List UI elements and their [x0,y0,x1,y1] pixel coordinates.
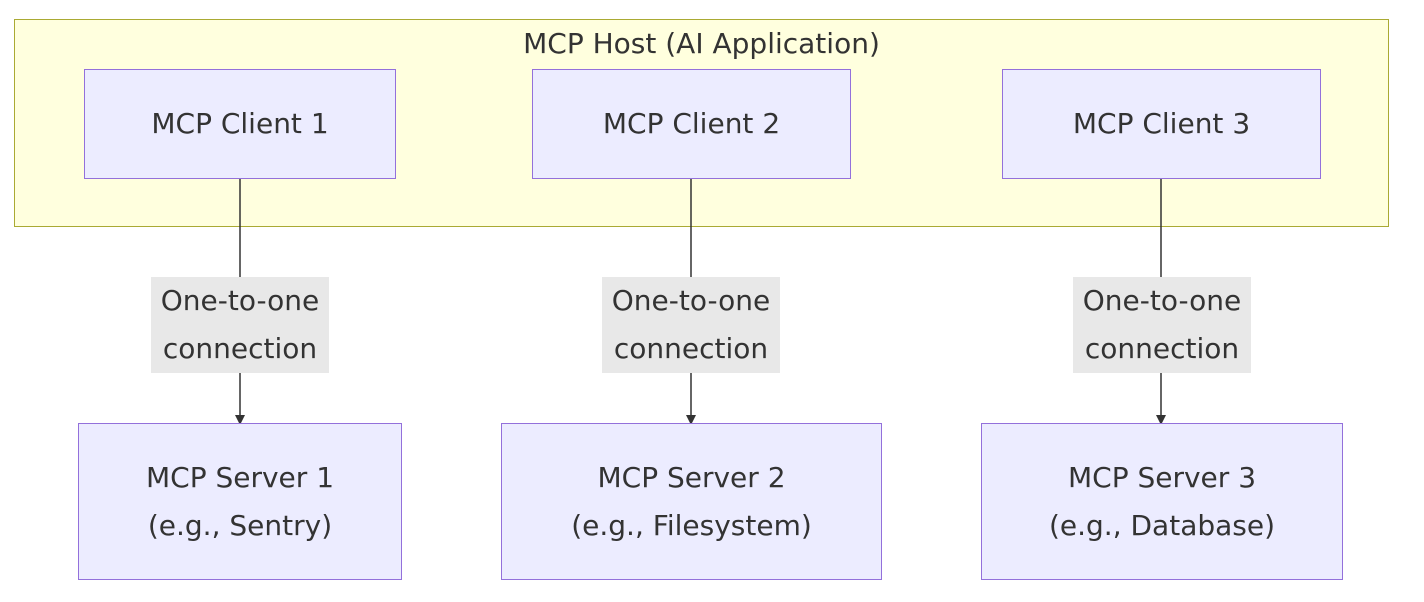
edge-label-3-line1: One-to-one [1082,284,1242,317]
mcp-client-3-label: MCP Client 3 [1072,107,1251,140]
mcp-client-3-node: MCP Client 3 [1002,69,1321,179]
edge-label-1: One-to-one connection [151,277,329,373]
mcp-server-1-example: (e.g., Sentry) [147,508,333,542]
mcp-server-3-node: MCP Server 3 (e.g., Database) [981,423,1343,580]
edge-label-3-line2: connection [1084,332,1240,365]
edge-label-3: One-to-one connection [1073,277,1251,373]
mcp-client-2-node: MCP Client 2 [532,69,851,179]
edge-label-1-line2: connection [162,332,318,365]
mcp-server-3-title: MCP Server 3 [1067,460,1257,494]
edge-label-1-line1: One-to-one [160,284,320,317]
mcp-client-2-label: MCP Client 2 [602,107,781,140]
mcp-server-1-node: MCP Server 1 (e.g., Sentry) [78,423,402,580]
mcp-client-1-node: MCP Client 1 [84,69,396,179]
mcp-server-1-title: MCP Server 1 [145,460,335,494]
mcp-server-2-title: MCP Server 2 [597,460,786,494]
mcp-server-2-example: (e.g., Filesystem) [571,508,812,542]
mcp-client-1-label: MCP Client 1 [151,107,329,140]
host-title: MCP Host (AI Application) [523,27,880,60]
edge-label-2: One-to-one connection [602,277,780,373]
mcp-server-3-example: (e.g., Database) [1048,508,1276,542]
edge-label-2-line1: One-to-one [611,284,771,317]
edge-label-2-line2: connection [613,332,769,365]
mcp-server-2-node: MCP Server 2 (e.g., Filesystem) [501,423,882,580]
